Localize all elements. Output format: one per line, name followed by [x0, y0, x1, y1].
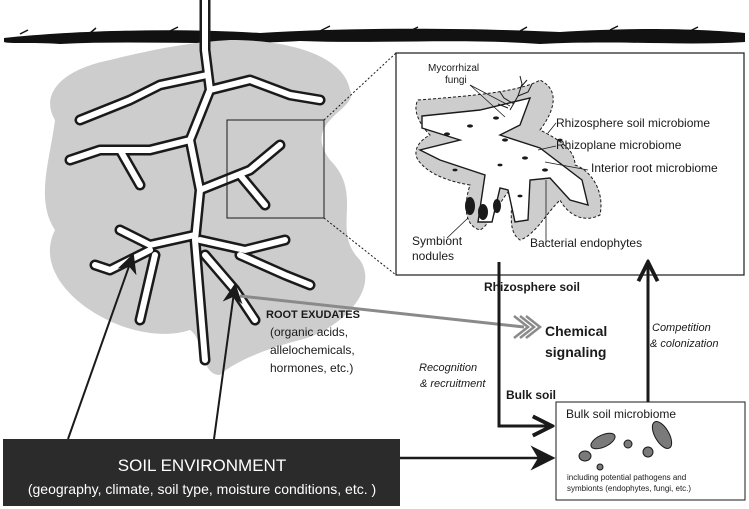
exudates-line3: hormones, etc.)	[270, 361, 353, 375]
label-mycorrhizal-line1: Mycorrhizal	[428, 63, 479, 74]
label-rhizoplane-microbiome: Rhizoplane microbiome	[556, 138, 682, 152]
soil-surface	[4, 25, 745, 44]
root-system	[64, 0, 326, 366]
bulk-soil-box: Bulk soil microbiome including potential…	[555, 401, 746, 501]
bulk-soil-note-line1: including potential pathogens and	[567, 473, 686, 482]
recognition-line1: Recognition	[419, 362, 477, 374]
symbiont-nodules-shapes	[465, 197, 501, 220]
bulk-soil-box-title: Bulk soil microbiome	[566, 407, 676, 421]
label-symbiont-line2: nodules	[412, 249, 454, 263]
root-halo	[44, 40, 366, 375]
competition-line1: Competition	[652, 322, 711, 334]
soil-environment-subtitle: (geography, climate, soil type, moisture…	[28, 481, 376, 497]
inset-root	[417, 97, 589, 223]
label-symbiont-line1: Symbiont	[412, 234, 463, 248]
exudates-line2: allelochemicals,	[270, 343, 355, 357]
recruitment-arrow	[497, 262, 552, 426]
zoom-projection-line-bottom	[323, 217, 397, 276]
rhizosphere-soil-label: Rhizosphere soil	[484, 280, 580, 294]
zoom-projection-line-top	[323, 52, 397, 121]
inset-panel: Mycorrhizal fungi Rhizosphere soil micro…	[395, 52, 745, 276]
bulk-soil-note-line2: symbionts (endophytes, fungi, etc.)	[567, 484, 691, 493]
label-mycorrhizal-line2: fungi	[445, 75, 467, 86]
exudates-to-signaling-arrow	[239, 294, 543, 339]
soil-environment-box: SOIL ENVIRONMENT (geography, climate, so…	[3, 439, 400, 506]
inset-bacteria	[444, 116, 563, 198]
competition-line2: & colonization	[650, 338, 719, 350]
bulk-microbes	[578, 421, 673, 471]
env-to-roots-arrow-right	[213, 283, 243, 440]
label-bacterial-endophytes: Bacterial endophytes	[530, 236, 642, 250]
exudates-line1: (organic acids,	[270, 325, 348, 339]
soil-environment-title: SOIL ENVIRONMENT	[118, 456, 286, 475]
bulk-soil-label: Bulk soil	[506, 388, 556, 402]
label-interior-microbiome: Interior root microbiome	[591, 161, 718, 175]
exudates-title: ROOT EXUDATES	[266, 309, 360, 321]
signaling-line1: Chemical	[545, 323, 607, 339]
inset-leader-lines	[446, 84, 589, 243]
mycorrhizal-hyphae	[497, 75, 533, 111]
zoom-selector-box	[226, 119, 325, 219]
env-to-roots-arrow-left	[67, 253, 137, 440]
signaling-line2: signaling	[545, 344, 606, 360]
label-rhizosphere-microbiome: Rhizosphere soil microbiome	[556, 116, 710, 130]
recognition-line2: & recruitment	[420, 378, 486, 390]
